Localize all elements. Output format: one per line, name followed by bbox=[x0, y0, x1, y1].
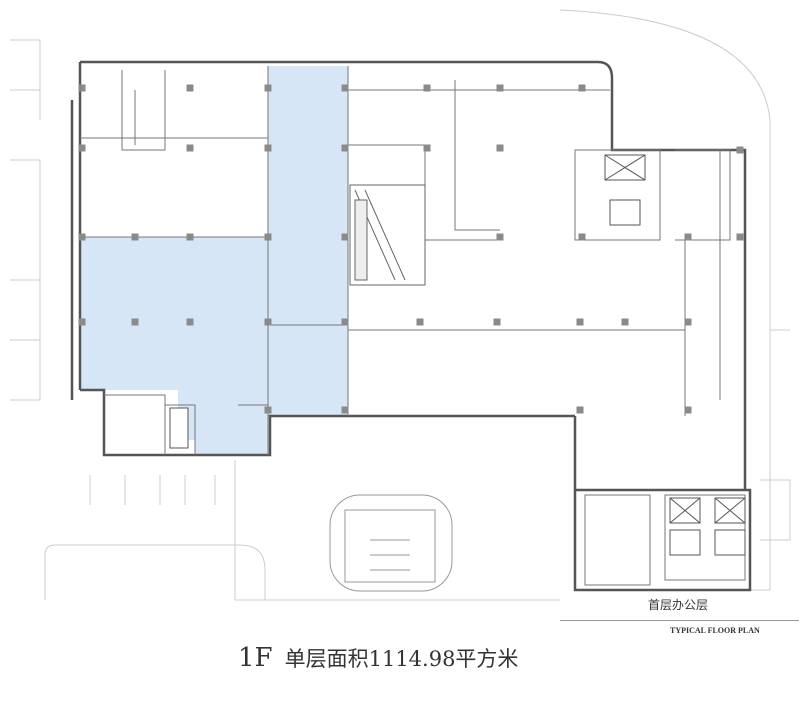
column bbox=[341, 144, 349, 152]
floor-label-en: TYPICAL FLOOR PLAN bbox=[670, 626, 760, 635]
column bbox=[264, 233, 272, 241]
column bbox=[186, 233, 194, 241]
site-context-lines bbox=[10, 9, 791, 601]
column bbox=[341, 233, 349, 241]
lift-cores bbox=[169, 154, 746, 556]
column bbox=[423, 144, 431, 152]
column bbox=[578, 84, 586, 92]
column bbox=[131, 233, 139, 241]
column bbox=[496, 233, 504, 241]
column bbox=[493, 318, 501, 326]
column bbox=[264, 318, 272, 326]
column bbox=[576, 318, 584, 326]
column bbox=[78, 84, 86, 92]
column bbox=[341, 406, 349, 414]
column bbox=[186, 84, 194, 92]
column bbox=[416, 318, 424, 326]
column bbox=[78, 144, 86, 152]
column bbox=[621, 318, 629, 326]
column bbox=[576, 406, 584, 414]
floor-label-cn: 首层办公层 bbox=[648, 598, 709, 612]
column bbox=[78, 233, 86, 241]
column bbox=[736, 146, 744, 154]
structural-columns bbox=[78, 84, 744, 414]
column bbox=[684, 318, 692, 326]
column bbox=[496, 144, 504, 152]
column bbox=[341, 84, 349, 92]
escalator bbox=[349, 184, 426, 286]
divider bbox=[560, 620, 799, 621]
exterior-walls bbox=[70, 60, 752, 592]
floor-area: 单层面积1114.98平方米 bbox=[284, 647, 519, 671]
column bbox=[736, 233, 744, 241]
column bbox=[496, 84, 504, 92]
column bbox=[186, 318, 194, 326]
plan-title: 1F 单层面积1114.98平方米 bbox=[238, 643, 518, 673]
column bbox=[684, 406, 692, 414]
interior-walls bbox=[80, 66, 746, 586]
highlighted-leasable-area bbox=[80, 66, 348, 455]
column bbox=[423, 84, 431, 92]
column bbox=[341, 318, 349, 326]
column bbox=[186, 144, 194, 152]
column bbox=[264, 144, 272, 152]
column bbox=[78, 318, 86, 326]
floor-number: 1F bbox=[238, 643, 273, 673]
column bbox=[264, 84, 272, 92]
entrance-canopy bbox=[329, 494, 453, 592]
column bbox=[264, 406, 272, 414]
column bbox=[131, 318, 139, 326]
column bbox=[684, 233, 692, 241]
column bbox=[578, 233, 586, 241]
